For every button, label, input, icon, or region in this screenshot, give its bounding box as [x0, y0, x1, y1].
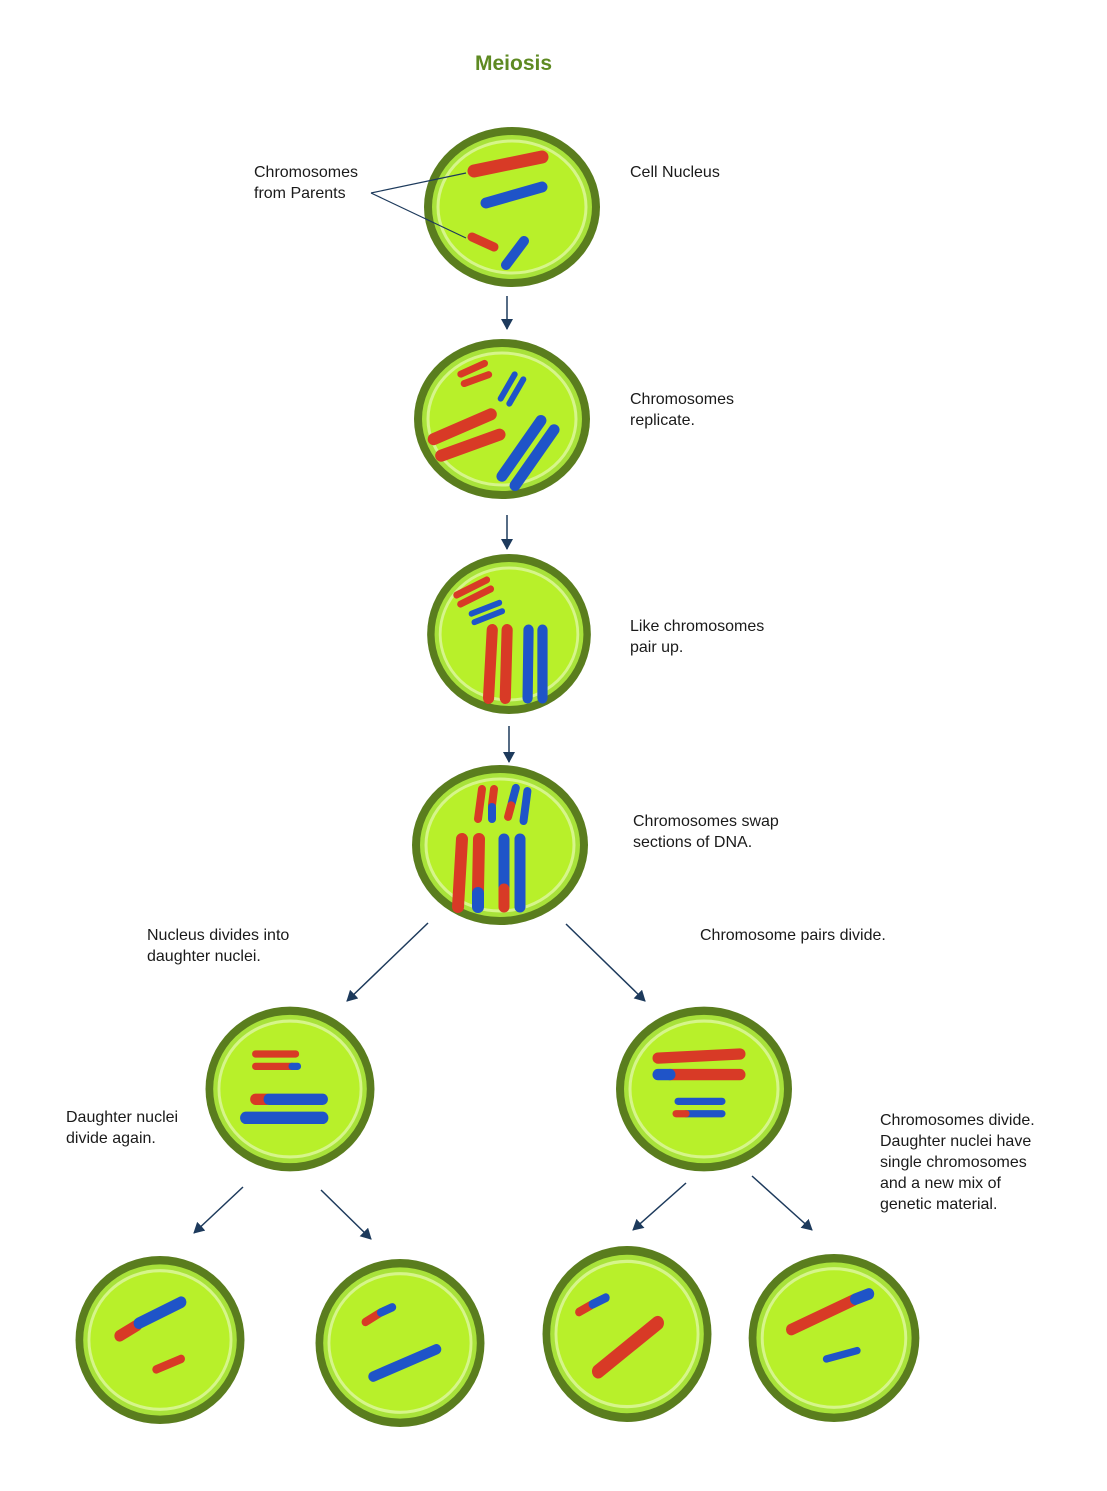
- label-pointer-lines: [370, 172, 467, 239]
- chromosome-blue-short: [501, 236, 529, 270]
- chromosome-blue-segment: [376, 1303, 397, 1317]
- final-cell-3: [540, 1244, 714, 1424]
- arrow-split-left: [346, 922, 429, 1002]
- chromosome-blue-red-x-large: [498, 833, 526, 913]
- label-cell-nucleus: Cell Nucleus: [630, 164, 720, 181]
- label-divide-again: Daughter nuclei divide again.: [66, 1109, 179, 1147]
- label-nucleus-divides: Nucleus divides into daughter nuclei.: [147, 927, 290, 965]
- chromosome-red-pair-small: [252, 1050, 302, 1070]
- final-cell-4: [747, 1252, 921, 1424]
- daughter-cell-left: [203, 1005, 377, 1173]
- chromosome-blue-segment: [133, 1296, 187, 1329]
- chromosome-red-long: [591, 1315, 664, 1379]
- chromosome-blue-long: [480, 181, 548, 209]
- chromosome-red-segment: [575, 1300, 595, 1317]
- chromosome-blue-long: [368, 1344, 442, 1382]
- chromosome-red-blue-x-large: [452, 833, 485, 913]
- diagram-title: Meiosis: [474, 52, 553, 75]
- arrow-right-right: [751, 1175, 813, 1231]
- arrow-split-right: [565, 923, 646, 1002]
- chromosome-blue-pair-large: [240, 1093, 329, 1125]
- chromosome-blue-x-small: [468, 599, 506, 626]
- label-pair-up: Like chromosomes pair up.: [630, 618, 765, 656]
- chromosome-blue-segment: [850, 1288, 875, 1305]
- chromosome-red-blue-x-small: [474, 785, 498, 823]
- chromosome-blue-x-large: [496, 415, 560, 491]
- arrows: [193, 296, 813, 1240]
- chromosome-red-short: [467, 232, 499, 252]
- paired-cell: [425, 552, 593, 716]
- chromosome-red-segment: [785, 1294, 859, 1336]
- chromosome-blue-segment: [588, 1293, 610, 1309]
- chromosome-blue-pair-small: [672, 1097, 726, 1118]
- label-replicate: Chromosomes replicate.: [630, 391, 735, 429]
- chromosome-blue-x-small: [497, 371, 527, 407]
- final-cell-1: [73, 1254, 247, 1426]
- replicated-cell: [412, 337, 592, 501]
- arrow-right-left: [632, 1182, 687, 1231]
- daughter-cell-right: [614, 1005, 794, 1173]
- label-pairs-divide: Chromosome pairs divide.: [700, 927, 886, 944]
- label-final: Chromosomes divide. Daughter nuclei have…: [880, 1112, 1035, 1213]
- chromosome-red-long: [467, 150, 549, 178]
- label-chromosomes-from-parents: Chromosomes from Parents: [254, 164, 359, 202]
- chromosome-red-x-large: [482, 624, 513, 704]
- chromosome-red-short: [152, 1354, 185, 1374]
- chromosome-red-x-small: [453, 576, 495, 608]
- chromosome-red-segment: [114, 1319, 143, 1342]
- final-cell-2: [313, 1257, 487, 1429]
- chromosome-red-x-large: [427, 408, 506, 462]
- chromosome-red-pair-large: [652, 1048, 746, 1081]
- chromosome-blue-short: [822, 1346, 861, 1363]
- chromosome-blue-red-x-small: [504, 783, 532, 826]
- arrow-left-right: [320, 1189, 372, 1240]
- chromosome-blue-x-large: [522, 624, 548, 704]
- crossover-cell: [410, 763, 590, 927]
- parent-cell: [422, 125, 602, 289]
- arrow-left-left: [193, 1186, 244, 1234]
- label-swap: Chromosomes swap sections of DNA.: [633, 813, 779, 851]
- chromosome-red-x-small: [457, 359, 493, 388]
- chromosome-red-segment: [361, 1309, 383, 1327]
